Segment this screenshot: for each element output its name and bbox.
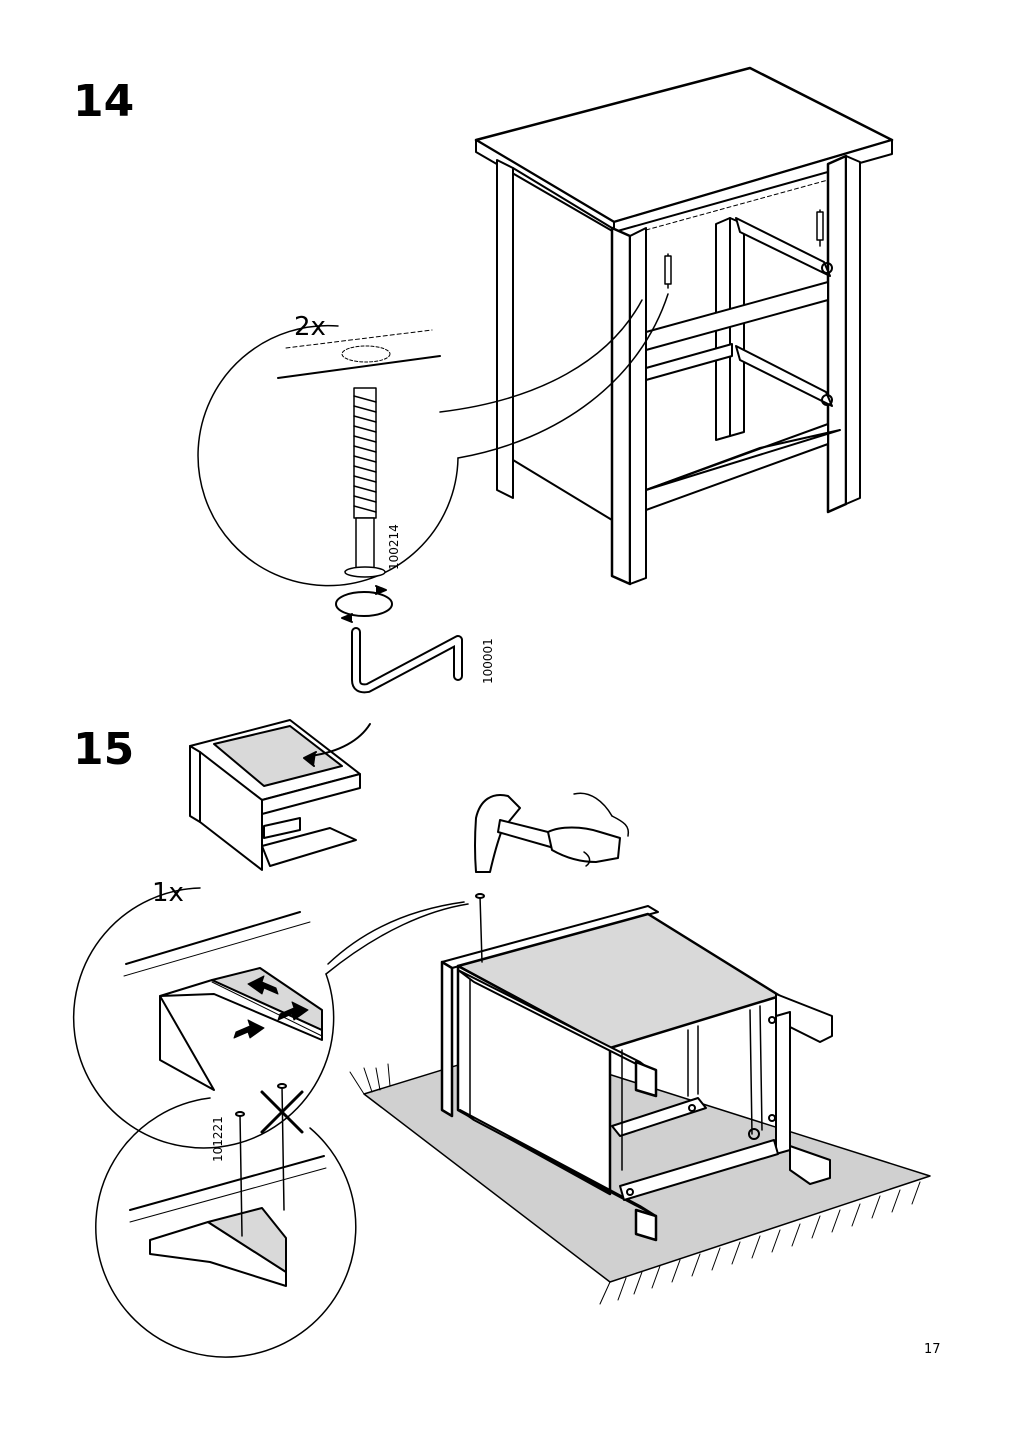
step-15-number: 15	[73, 724, 135, 775]
screw-detail-callout	[198, 294, 668, 586]
hammer-illustration	[475, 793, 628, 872]
allen-key-illustration	[356, 632, 458, 688]
overview-illustration	[190, 720, 370, 870]
nightstand-illustration	[476, 68, 892, 584]
step-14-number: 14	[73, 76, 135, 127]
page-number: 17	[924, 1342, 941, 1357]
cross-x-icon	[262, 1092, 302, 1132]
flipped-nightstand-illustration	[442, 894, 832, 1240]
push-detail-callout	[74, 888, 468, 1148]
rotate-arrow-icon	[336, 586, 392, 622]
nail-detail-callout	[96, 1084, 356, 1357]
